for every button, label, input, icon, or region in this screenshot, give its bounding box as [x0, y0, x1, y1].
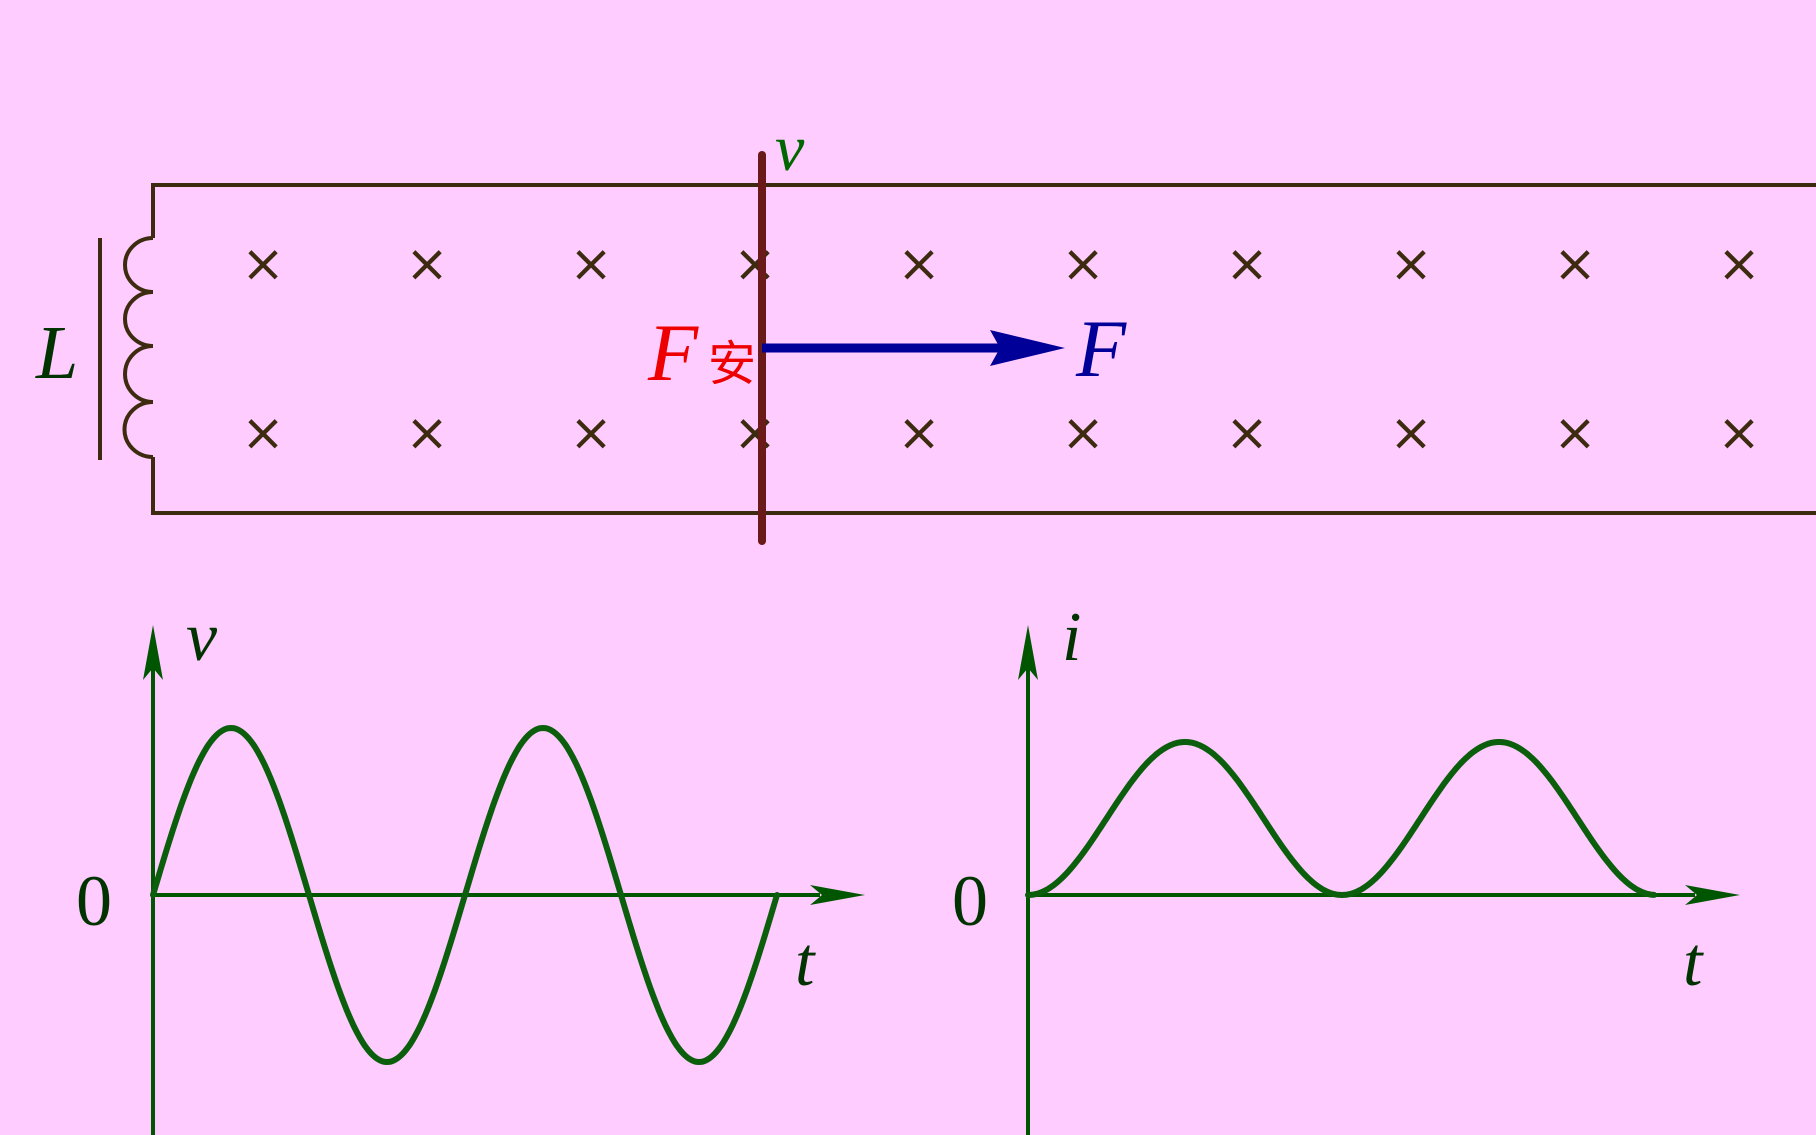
ampere-force-subscript: 安	[708, 336, 756, 392]
field-mark: ×	[569, 234, 613, 294]
magnetic-field-marks: × × × × × × × × × × × × × × × × × × × ×	[241, 234, 1761, 463]
applied-force-label: F	[1075, 303, 1127, 394]
v-graph-y-label: v	[186, 599, 218, 676]
field-mark: ×	[897, 234, 941, 294]
field-mark: ×	[569, 403, 613, 463]
field-mark: ×	[1553, 234, 1597, 294]
i-graph-y-arrowhead	[1018, 625, 1038, 680]
sliding-rod: v	[758, 112, 805, 545]
field-mark: ×	[241, 403, 285, 463]
field-mark: ×	[1225, 403, 1269, 463]
i-graph-x-label: t	[1683, 924, 1704, 1001]
rails	[151, 183, 1816, 515]
field-mark: ×	[241, 234, 285, 294]
current-graph: i t 0	[952, 599, 1740, 1135]
inductor-label: L	[35, 311, 78, 395]
inductor-coil	[122, 236, 154, 459]
forces: F F 安	[647, 303, 1127, 398]
inductor: L	[35, 236, 154, 460]
field-mark: ×	[405, 403, 449, 463]
i-graph-x-arrowhead	[1685, 885, 1740, 905]
velocity-graph: v t 0	[76, 599, 865, 1135]
v-graph-x-arrowhead	[810, 885, 865, 905]
field-mark: ×	[1061, 403, 1105, 463]
field-mark: ×	[1717, 234, 1761, 294]
velocity-sine-curve	[150, 725, 780, 1065]
field-mark: ×	[1061, 234, 1105, 294]
field-mark: ×	[733, 234, 777, 294]
v-graph-y-arrowhead	[143, 625, 163, 680]
field-mark: ×	[897, 403, 941, 463]
ampere-force-label: F	[647, 307, 699, 398]
v-graph-x-label: t	[795, 924, 816, 1001]
field-mark: ×	[1389, 234, 1433, 294]
field-mark: ×	[733, 403, 777, 463]
field-mark: ×	[405, 234, 449, 294]
current-cosine-curve	[1025, 739, 1657, 898]
i-graph-origin-label: 0	[952, 861, 988, 941]
field-mark: ×	[1389, 403, 1433, 463]
field-mark: ×	[1225, 234, 1269, 294]
applied-force-arrowhead	[990, 330, 1065, 366]
field-mark: ×	[1553, 403, 1597, 463]
field-mark: ×	[1717, 403, 1761, 463]
v-graph-origin-label: 0	[76, 861, 112, 941]
rod-velocity-label: v	[775, 112, 805, 185]
i-graph-y-label: i	[1062, 599, 1081, 676]
